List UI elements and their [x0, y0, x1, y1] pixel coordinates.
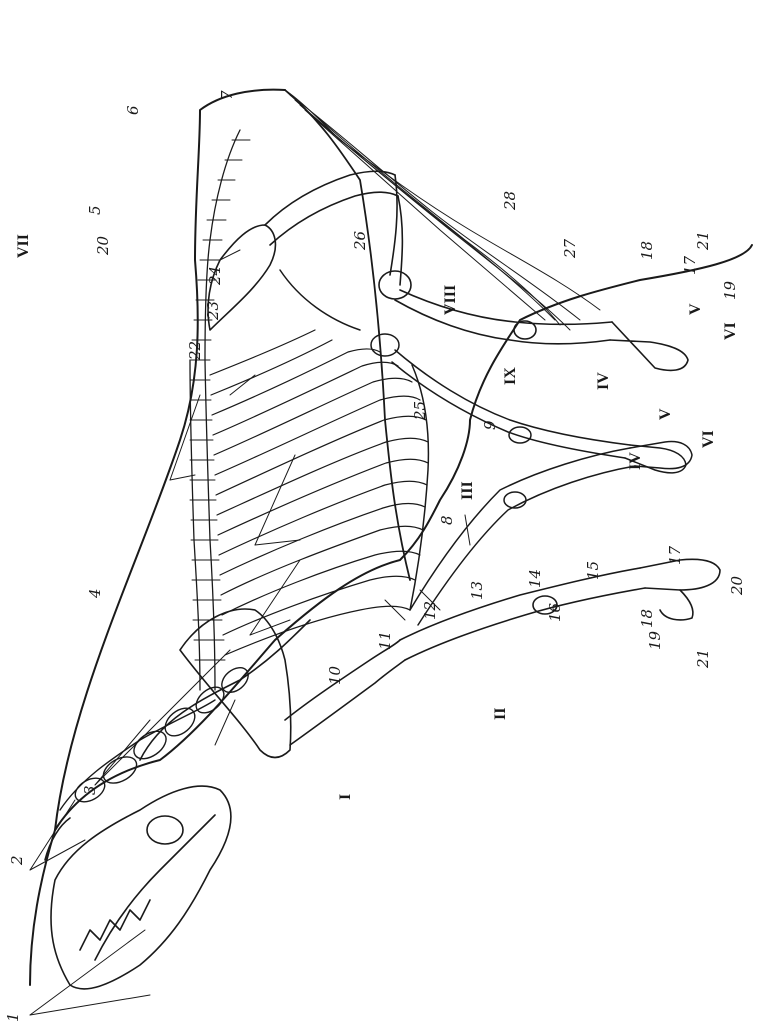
label-IVa: IV: [627, 452, 644, 470]
hindleg-far: [280, 270, 686, 473]
label-16: 16: [546, 602, 564, 622]
label-21b: 21: [694, 231, 712, 251]
label-24: 24: [206, 266, 224, 286]
label-2: 2: [8, 855, 26, 866]
label-Vb: V: [687, 303, 704, 315]
leader-lines: [30, 250, 470, 1015]
label-18b: 18: [638, 241, 656, 260]
label-6: 6: [124, 105, 142, 115]
label-17a: 17: [666, 545, 684, 565]
label-II: II: [492, 708, 509, 720]
label-20a: 20: [728, 575, 746, 596]
label-3: 3: [81, 785, 99, 795]
label-13: 13: [468, 581, 486, 600]
label-VII: VII: [15, 234, 32, 258]
label-VIb: VI: [722, 322, 739, 340]
label-7: 7: [218, 90, 236, 100]
label-VIa: VI: [700, 430, 717, 448]
label-9: 9: [481, 420, 499, 430]
label-8: 8: [438, 515, 456, 525]
label-IX: IX: [502, 367, 519, 385]
label-11: 11: [376, 631, 394, 650]
label-VIII: VIII: [442, 285, 459, 315]
label-5: 5: [86, 205, 104, 215]
label-I: I: [337, 794, 354, 800]
label-21a: 21: [694, 649, 712, 669]
label-19a: 19: [646, 630, 664, 650]
label-23: 23: [204, 301, 222, 321]
numeric-labels: 1 2 3 4 5 6 7 8 9 10 11 12 13 14 15 16 1…: [4, 90, 746, 1022]
rib-cage: [210, 330, 428, 655]
label-III: III: [459, 481, 476, 500]
label-22: 22: [186, 341, 204, 361]
label-12: 12: [421, 601, 439, 620]
label-15: 15: [584, 561, 602, 580]
label-26: 26: [351, 230, 369, 251]
skull: [45, 786, 231, 989]
label-10: 10: [326, 665, 344, 685]
label-28: 28: [501, 191, 519, 211]
hindleg-near: [265, 171, 688, 370]
label-17b: 17: [681, 255, 699, 275]
label-20b: 20: [94, 235, 112, 256]
label-14: 14: [526, 569, 544, 588]
label-18a: 18: [638, 609, 656, 628]
label-IVb: IV: [595, 372, 612, 390]
label-19b: 19: [721, 280, 739, 300]
label-27: 27: [561, 238, 579, 259]
label-1: 1: [4, 1012, 22, 1022]
label-25: 25: [411, 401, 429, 421]
label-4: 4: [86, 588, 104, 599]
label-Va: V: [657, 408, 674, 420]
